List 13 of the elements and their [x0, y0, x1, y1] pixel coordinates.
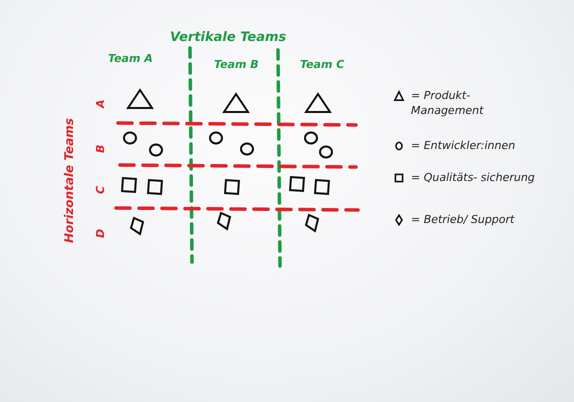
- legend-text: = Qualitäts- sicherung: [411, 170, 535, 185]
- row-label: D: [94, 228, 107, 238]
- column-label: Team A: [108, 52, 153, 65]
- row-label: A: [94, 99, 107, 108]
- column-label: Team C: [300, 58, 344, 71]
- column-label: Team B: [214, 58, 259, 71]
- row-label: B: [94, 144, 107, 153]
- legend-text: = Produkt- Management: [411, 88, 485, 118]
- legend-text: = Entwickler:innen: [411, 138, 516, 153]
- row-label: Horizontale Teams: [62, 118, 76, 243]
- row-label: C: [94, 186, 107, 194]
- diagram-title: Vertikale Teams: [170, 30, 286, 45]
- legend-text: = Betrieb/ Support: [411, 212, 514, 227]
